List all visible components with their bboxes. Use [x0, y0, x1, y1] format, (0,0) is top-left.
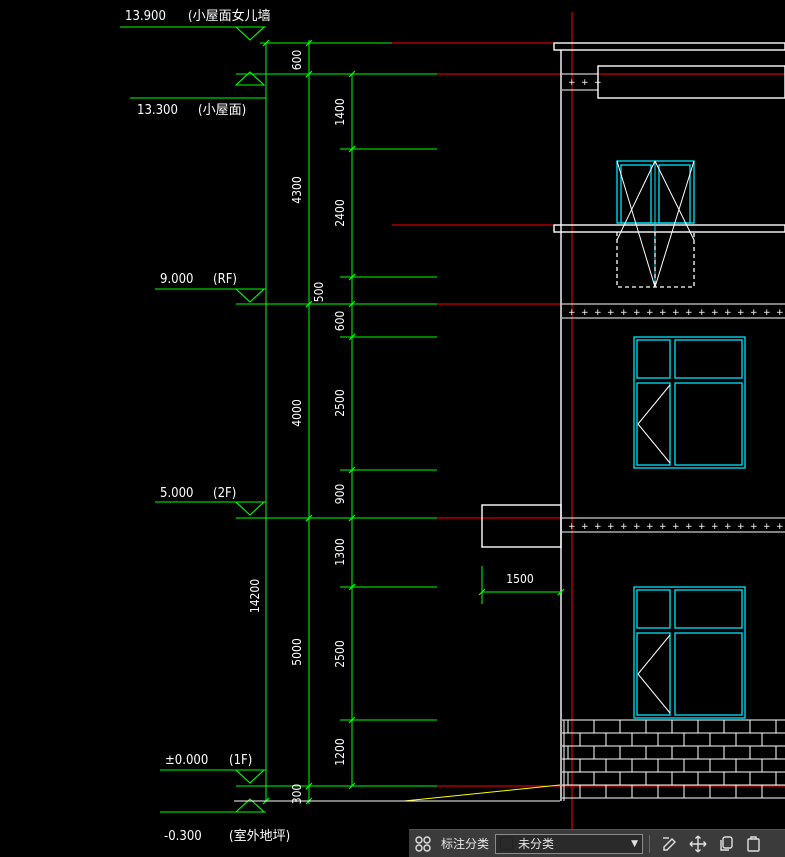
- svg-text:+: +: [568, 522, 576, 532]
- svg-text:+: +: [763, 522, 771, 532]
- move-icon[interactable]: [687, 833, 709, 855]
- toolbar-label: 标注分类: [441, 837, 490, 851]
- level-1-name: (小屋面女儿墙: [188, 8, 271, 24]
- level-6-name: (室外地坪): [229, 828, 290, 844]
- svg-text:+: +: [698, 308, 706, 318]
- svg-text:+: +: [750, 522, 758, 532]
- level-2: 13.300: [137, 103, 178, 118]
- dim-detail-4: 600: [333, 311, 347, 332]
- dim-floor-1: 600: [290, 50, 304, 71]
- svg-text:+: +: [763, 308, 771, 318]
- svg-text:+: +: [607, 308, 615, 318]
- svg-text:+: +: [659, 522, 667, 532]
- svg-text:+: +: [672, 308, 680, 318]
- svg-text:+: +: [685, 308, 693, 318]
- dim-detail-5: 2500: [333, 389, 347, 417]
- level-6: -0.300: [164, 829, 202, 844]
- svg-text:+: +: [620, 522, 628, 532]
- level-3-name: (RF): [213, 272, 237, 287]
- dim-detail-6: 900: [333, 484, 347, 505]
- level-3: 9.000: [160, 272, 193, 287]
- dim-floor-5: 300: [290, 784, 304, 805]
- svg-text:+: +: [737, 522, 745, 532]
- svg-text:+: +: [646, 308, 654, 318]
- dim-detail-1: 1400: [333, 98, 347, 126]
- svg-text:+: +: [620, 308, 628, 318]
- copy-icon[interactable]: [715, 833, 737, 855]
- level-5-name: (1F): [229, 753, 252, 768]
- svg-text:+: +: [633, 308, 641, 318]
- dim-floor-3: 4000: [290, 399, 304, 427]
- dim-detail-7: 1300: [333, 538, 347, 566]
- svg-text:+: +: [594, 308, 602, 318]
- svg-text:+: +: [594, 78, 602, 88]
- svg-text:+: +: [698, 522, 706, 532]
- annotation-toolbar: 标注分类 未分类 ▼: [409, 829, 785, 857]
- level-1: 13.900: [125, 9, 166, 24]
- svg-text:+: +: [594, 522, 602, 532]
- dim-floor-4: 5000: [290, 638, 304, 666]
- svg-text:+: +: [646, 522, 654, 532]
- svg-text:+: +: [568, 78, 576, 88]
- level-4: 5.000: [160, 486, 193, 501]
- svg-text:+: +: [581, 78, 589, 88]
- svg-text:+: +: [776, 308, 784, 318]
- dim-canopy: 1500: [506, 572, 534, 586]
- svg-text:+: +: [568, 308, 576, 318]
- svg-text:+: +: [581, 308, 589, 318]
- dim-detail-8: 2500: [333, 640, 347, 668]
- edit-icon[interactable]: [659, 833, 681, 855]
- svg-text:+: +: [750, 308, 758, 318]
- level-5: ±0.000: [165, 753, 208, 768]
- paste-icon[interactable]: [743, 833, 765, 855]
- svg-text:+: +: [659, 308, 667, 318]
- category-swatch: [500, 837, 514, 850]
- toolbar-divider: [649, 834, 651, 853]
- dim-overall: 14200: [248, 579, 262, 613]
- svg-text:+: +: [581, 522, 589, 532]
- category-select[interactable]: 未分类 ▼: [495, 833, 644, 854]
- svg-text:+: +: [607, 522, 615, 532]
- chevron-down-icon: ▼: [631, 838, 639, 849]
- dim-detail-2: 2400: [333, 199, 347, 227]
- categorize-icon[interactable]: [412, 833, 434, 855]
- svg-text:+: +: [776, 522, 784, 532]
- level-2-name: (小屋面): [198, 103, 246, 118]
- svg-text:+: +: [633, 522, 641, 532]
- level-4-name: (2F): [213, 486, 236, 501]
- svg-text:+: +: [724, 308, 732, 318]
- dim-detail-9: 1200: [333, 738, 347, 766]
- svg-text:+: +: [724, 522, 732, 532]
- category-value: 未分类: [518, 837, 555, 851]
- svg-text:+: +: [737, 308, 745, 318]
- svg-text:+: +: [711, 522, 719, 532]
- svg-text:+: +: [685, 522, 693, 532]
- dim-floor-2: 4300: [290, 176, 304, 204]
- svg-text:+: +: [672, 522, 680, 532]
- svg-text:+: +: [711, 308, 719, 318]
- dim-detail-3: 500: [312, 282, 326, 303]
